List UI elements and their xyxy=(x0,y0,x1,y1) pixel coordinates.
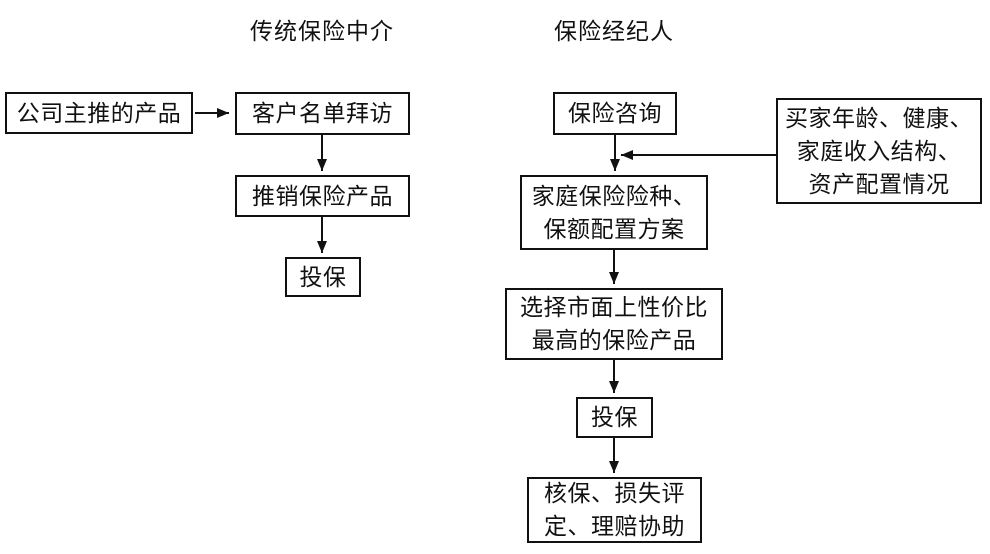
node-insurance-consultation: 保险咨询 xyxy=(553,92,677,135)
node-client-list-visits: 客户名单拜访 xyxy=(235,92,410,135)
node-company-products: 公司主推的产品 xyxy=(5,92,193,134)
column-title-insurance-broker: 保险经纪人 xyxy=(554,19,674,44)
column-title-traditional-intermediary: 传统保险中介 xyxy=(250,19,394,44)
node-apply-insurance-left: 投保 xyxy=(285,257,361,297)
node-sell-insurance-products: 推销保险产品 xyxy=(235,175,410,217)
node-family-insurance-plan: 家庭保险险种、 保额配置方案 xyxy=(520,175,708,250)
node-select-best-value-product: 选择市面上性价比 最高的保险产品 xyxy=(505,288,723,360)
node-buyer-profile-inputs: 买家年龄、健康、 家庭收入结构、 资产配置情况 xyxy=(776,98,982,204)
node-underwriting-claims-assistance: 核保、损失评 定、理赔协助 xyxy=(527,477,702,543)
node-apply-insurance-right: 投保 xyxy=(576,397,653,438)
